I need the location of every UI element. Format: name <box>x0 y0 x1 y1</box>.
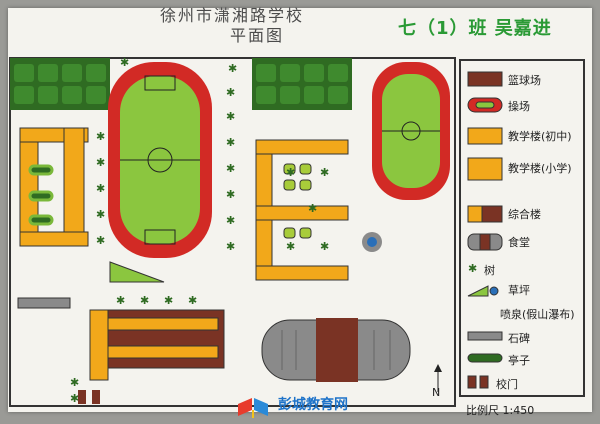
legend-label-basketball: 篮球场 <box>508 74 541 87</box>
legend-label-junior: 教学楼(初中) <box>508 130 572 143</box>
fountain-icon <box>489 286 499 296</box>
lawn <box>109 261 165 283</box>
svg-text:✱: ✱ <box>226 110 235 123</box>
lawn-icon <box>467 285 489 297</box>
svg-text:✱: ✱ <box>320 166 329 179</box>
svg-text:✱: ✱ <box>226 86 235 99</box>
svg-text:✱: ✱ <box>320 240 329 253</box>
svg-text:✱: ✱ <box>140 294 149 307</box>
watermark-text: 彭城教育网 <box>278 397 348 413</box>
svg-text:✱: ✱ <box>70 392 79 405</box>
basketball-courts-left <box>10 58 110 110</box>
svg-text:✱: ✱ <box>226 136 235 149</box>
svg-text:✱: ✱ <box>116 294 125 307</box>
north-label: N <box>432 386 441 399</box>
svg-text:✱: ✱ <box>120 56 129 69</box>
svg-text:✱: ✱ <box>308 202 317 215</box>
svg-text:✱: ✱ <box>96 208 105 221</box>
legend-label-primary: 教学楼(小学) <box>508 162 572 175</box>
book-logo-icon <box>238 398 268 418</box>
map-frame <box>9 57 456 407</box>
scale-label: 比例尺 1:450 <box>466 404 535 417</box>
svg-text:✱: ✱ <box>96 182 105 195</box>
school-gate <box>78 390 100 404</box>
svg-text:✱: ✱ <box>164 294 173 307</box>
tree-icon: ✱ <box>468 262 477 275</box>
author-label: 七（1）班 吴嘉进 <box>398 18 552 39</box>
legend-label-playground: 操场 <box>508 100 530 113</box>
pavilions-middle <box>283 163 312 239</box>
svg-text:✱: ✱ <box>226 214 235 227</box>
svg-text:✱: ✱ <box>226 188 235 201</box>
trees: ✱ ✱ ✱ ✱ ✱ ✱ ✱ ✱ ✱ ✱ ✱ ✱ ✱ ✱ ✱ ✱ ✱ ✱ ✱ ✱ ✱ ✱ ✱ ✱ ✱ <box>70 56 329 405</box>
legend-label-lawn: 草坪 <box>508 284 530 297</box>
complex-building <box>89 309 225 381</box>
svg-text:✱: ✱ <box>226 162 235 175</box>
legend-label-gate: 校门 <box>496 378 518 391</box>
svg-text:✱: ✱ <box>228 62 237 75</box>
canteen <box>261 318 411 382</box>
junior-building-icon <box>467 127 503 145</box>
basketball-courts-middle <box>252 58 352 110</box>
legend-icons: ✱ <box>467 71 503 389</box>
primary-building-middle <box>255 139 349 281</box>
legend-frame <box>459 59 585 397</box>
svg-text:✱: ✱ <box>96 156 105 169</box>
legend-label-fountain: 喷泉(假山瀑布) <box>500 308 575 321</box>
playground-large <box>108 62 212 258</box>
svg-text:✱: ✱ <box>226 240 235 253</box>
pavilions-left <box>28 164 54 226</box>
legend-label-complex: 综合楼 <box>508 208 541 221</box>
svg-text:✱: ✱ <box>188 294 197 307</box>
pavilion-icon <box>467 353 503 363</box>
junior-building-left <box>19 127 89 247</box>
map-title-line1: 徐州市潇湘路学校 <box>160 6 305 25</box>
fountain <box>362 232 382 252</box>
playground-small <box>372 62 450 200</box>
map-title-line2: 平面图 <box>230 26 285 45</box>
svg-text:✱: ✱ <box>286 240 295 253</box>
svg-text:✱: ✱ <box>70 376 79 389</box>
legend-label-canteen: 食堂 <box>508 236 530 249</box>
legend-label-pavilion: 亭子 <box>508 354 530 367</box>
school-gate-icon <box>467 375 477 389</box>
stone-tablet <box>17 297 71 309</box>
svg-text:✱: ✱ <box>96 130 105 143</box>
svg-text:✱: ✱ <box>96 234 105 247</box>
svg-text:✱: ✱ <box>286 166 295 179</box>
stone-tablet-icon <box>467 331 503 341</box>
legend-label-tree: 树 <box>484 264 495 277</box>
legend-label-tablet: 石碑 <box>508 332 530 345</box>
basketball-court-icon <box>467 71 503 87</box>
primary-building-icon <box>467 157 503 181</box>
